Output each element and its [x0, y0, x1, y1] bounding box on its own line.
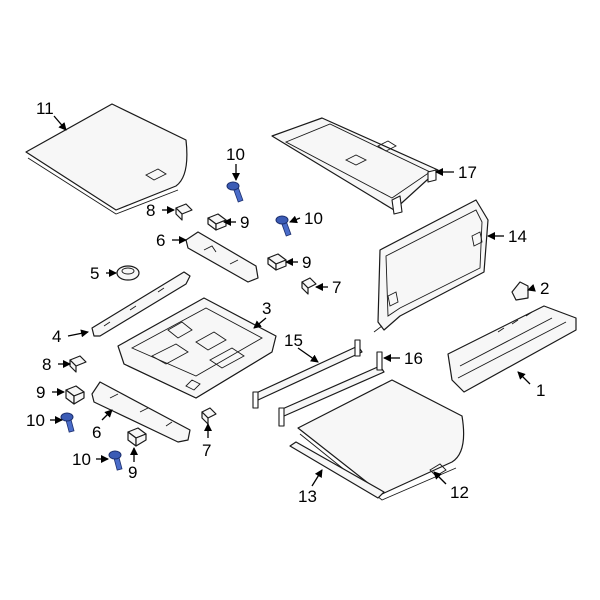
callout-10-lower[interactable]: 10	[72, 450, 91, 469]
part-11-load-floor-panel[interactable]	[25, 103, 188, 215]
callout-11[interactable]: 11	[36, 99, 54, 118]
callout-9-lower[interactable]: 9	[128, 463, 137, 482]
part-3-spare-tire-well[interactable]	[117, 297, 277, 399]
part-6-upper-bracket[interactable]	[185, 231, 259, 283]
callout-2[interactable]: 2	[540, 279, 549, 298]
callout-10-top[interactable]: 10	[226, 145, 245, 164]
part-10-bolt-top[interactable]	[226, 181, 244, 203]
part-1-scuff-plate[interactable]	[447, 305, 577, 393]
part-10-bolt-right[interactable]	[275, 215, 292, 237]
part-15-rail-bar[interactable]	[252, 339, 363, 409]
part-10-bolt-left[interactable]	[60, 412, 75, 433]
part-16-rail-bar[interactable]	[278, 351, 385, 427]
callout-5[interactable]: 5	[90, 264, 99, 283]
callout-16[interactable]: 16	[404, 349, 423, 368]
part-8-clip-lower[interactable]	[69, 355, 87, 373]
callout-14[interactable]: 14	[508, 227, 527, 246]
part-9-nut-right[interactable]	[267, 253, 287, 271]
part-2-clip[interactable]	[511, 281, 529, 301]
part-8-clip-upper[interactable]	[175, 203, 193, 221]
part-12-floor-panel[interactable]	[297, 379, 465, 501]
callout-7-right[interactable]: 7	[332, 278, 341, 297]
callout-labels: 11 10 17 8 9 10 6 14 9 5 7 2 3 4 15 16 8…	[26, 99, 549, 506]
part-10-bolt-lower[interactable]	[108, 450, 123, 471]
callout-15[interactable]: 15	[284, 331, 303, 350]
callout-4[interactable]: 4	[52, 327, 61, 346]
part-9-nut-lower-left[interactable]	[65, 385, 85, 405]
part-4-rail[interactable]	[91, 271, 191, 337]
part-9-nut-lower[interactable]	[127, 427, 147, 447]
callout-6-lower[interactable]: 6	[92, 423, 101, 442]
part-9-nut-upper[interactable]	[207, 213, 227, 231]
callout-1[interactable]: 1	[536, 381, 545, 400]
callout-9-right[interactable]: 9	[302, 253, 311, 272]
callout-12[interactable]: 12	[450, 483, 469, 502]
leader-lines	[50, 115, 536, 487]
callout-7-lower[interactable]: 7	[202, 441, 211, 460]
callout-9-lower-left[interactable]: 9	[36, 383, 45, 402]
callout-6-upper[interactable]: 6	[156, 231, 165, 250]
part-14-cargo-partition[interactable]	[373, 199, 489, 333]
part-6-lower-bracket[interactable]	[91, 381, 191, 443]
callout-10-left[interactable]: 10	[26, 411, 45, 430]
part-13-trim-strip[interactable]	[289, 441, 385, 499]
part-7-clip-right[interactable]	[301, 277, 317, 295]
part-5-plug[interactable]	[116, 265, 140, 281]
part-7-clip-lower[interactable]	[201, 407, 217, 425]
callout-3[interactable]: 3	[262, 299, 271, 318]
part-17-cargo-cover[interactable]	[271, 117, 439, 215]
callout-8-upper[interactable]: 8	[146, 201, 155, 220]
callout-8-lower[interactable]: 8	[42, 355, 51, 374]
callout-13[interactable]: 13	[298, 487, 317, 506]
callout-9-upper[interactable]: 9	[240, 213, 249, 232]
callout-17[interactable]: 17	[458, 163, 477, 182]
callout-10-right[interactable]: 10	[304, 209, 323, 228]
